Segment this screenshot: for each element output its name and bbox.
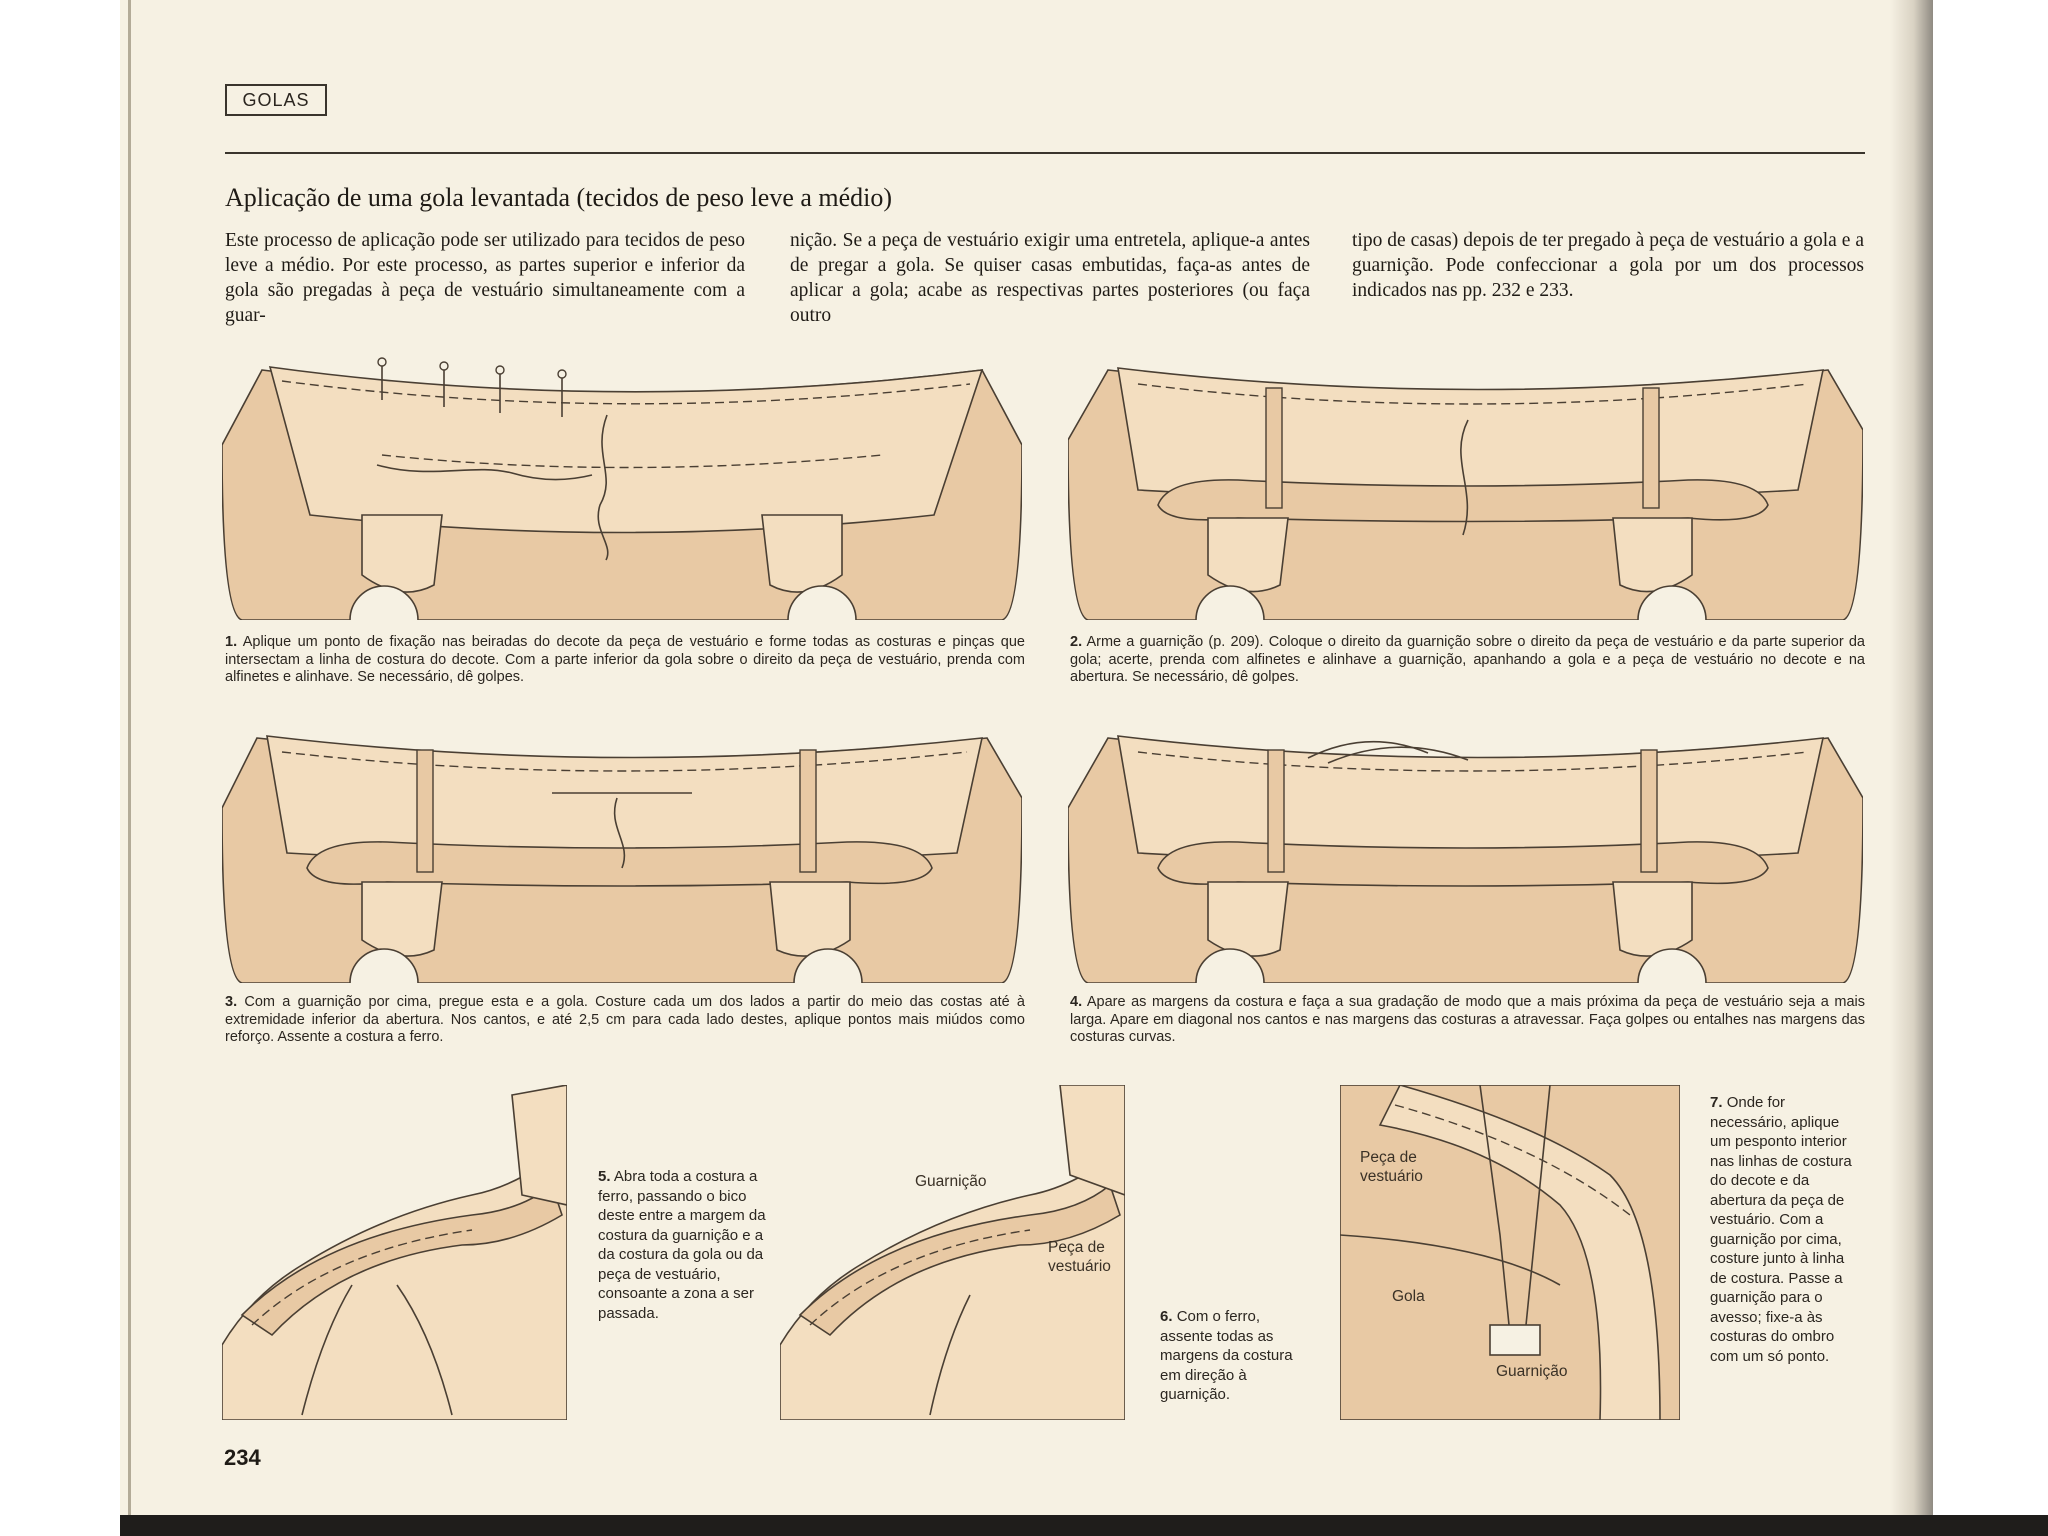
step-4-number: 4. bbox=[1070, 994, 1082, 1010]
bottom-dark-band bbox=[120, 1515, 2048, 1536]
caption-step-6: 6. Com o ferro, assente todas as margens… bbox=[1160, 1307, 1310, 1405]
figure-1-collar-pinned bbox=[222, 345, 1022, 620]
intro-column-1: Este processo de aplicação pode ser util… bbox=[225, 228, 745, 328]
step-7-number: 7. bbox=[1710, 1094, 1723, 1111]
step-5-number: 5. bbox=[598, 1168, 611, 1185]
book-spine-shadow bbox=[1890, 0, 1933, 1515]
caption-step-2: 2. Arme a guarnição (p. 209). Coloque o … bbox=[1070, 634, 1865, 687]
caption-step-1: 1. Aplique um ponto de fixação nas beira… bbox=[225, 634, 1025, 687]
step-2-number: 2. bbox=[1070, 634, 1082, 650]
page-title: Aplicação de uma gola levantada (tecidos… bbox=[225, 183, 892, 213]
step-6-text: Com o ferro, assente todas as margens da… bbox=[1160, 1308, 1293, 1403]
step-1-text: Aplique um ponto de fixação nas beiradas… bbox=[225, 634, 1025, 685]
section-tag: GOLAS bbox=[225, 84, 327, 116]
figure-3-stitched bbox=[222, 718, 1022, 983]
page-number: 234 bbox=[224, 1445, 261, 1471]
header-rule bbox=[225, 152, 1865, 154]
caption-step-4: 4. Apare as margens da costura e faça a … bbox=[1070, 994, 1865, 1047]
step-1-number: 1. bbox=[225, 634, 237, 650]
page-edge-line bbox=[128, 0, 131, 1515]
step-2-text: Arme a guarnição (p. 209). Coloque o dir… bbox=[1070, 634, 1865, 685]
background-margin bbox=[1933, 0, 2048, 1515]
step-6-number: 6. bbox=[1160, 1308, 1173, 1325]
caption-step-3: 3. Com a guarnição por cima, pregue esta… bbox=[225, 994, 1025, 1047]
figure-4-trimmed bbox=[1068, 718, 1863, 983]
step-7-text: Onde for necessário, aplique um pesponto… bbox=[1710, 1094, 1852, 1365]
caption-step-7: 7. Onde for necessário, aplique um pespo… bbox=[1710, 1093, 1860, 1366]
step-5-text: Abra toda a costura a ferro, passando o … bbox=[598, 1168, 766, 1322]
label-peca-de-vestuario-fig7: Peça de vestuário bbox=[1360, 1148, 1450, 1186]
label-guarnicao-fig6: Guarnição bbox=[915, 1172, 987, 1191]
figure-5-pressing-seam bbox=[222, 1085, 567, 1420]
label-gola-fig7: Gola bbox=[1392, 1287, 1425, 1306]
step-4-text: Apare as margens da costura e faça a sua… bbox=[1070, 994, 1865, 1045]
intro-column-2: nição. Se a peça de vestuário exigir uma… bbox=[790, 228, 1310, 328]
step-3-number: 3. bbox=[225, 994, 237, 1010]
label-peca-de-vestuario-fig6: Peça de vestuário bbox=[1048, 1238, 1128, 1276]
intro-column-3: tipo de casas) depois de ter pregado à p… bbox=[1352, 228, 1864, 303]
label-guarnicao-fig7: Guarnição bbox=[1496, 1362, 1568, 1381]
figure-2-facing-basted bbox=[1068, 350, 1863, 620]
step-3-text: Com a guarnição por cima, pregue esta e … bbox=[225, 994, 1025, 1045]
caption-step-5: 5. Abra toda a costura a ferro, passando… bbox=[598, 1167, 768, 1323]
